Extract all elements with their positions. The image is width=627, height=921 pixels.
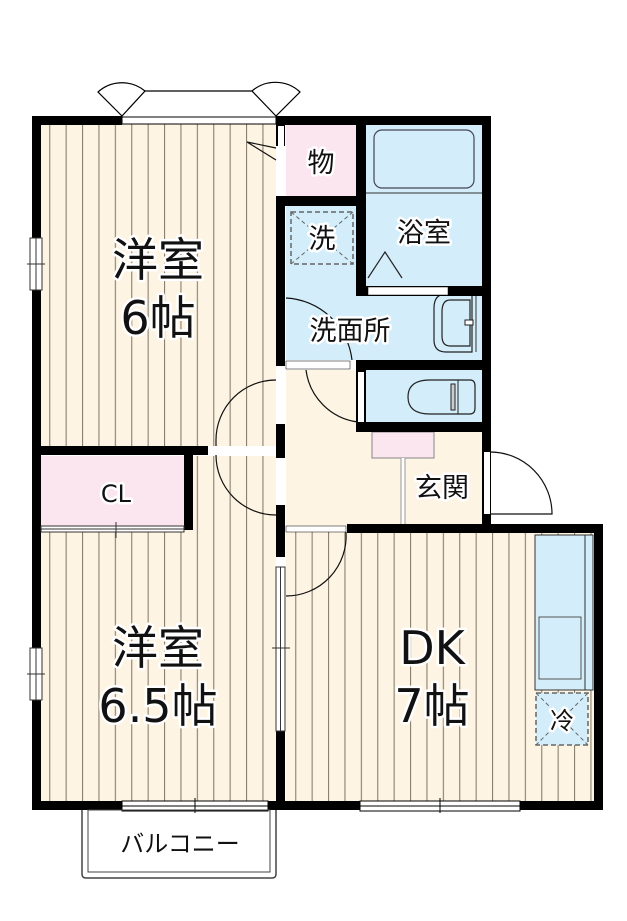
room2-door-swing: [215, 454, 277, 516]
dk-door-swing: [285, 531, 347, 597]
entrance-label: 玄関: [415, 473, 469, 504]
fridge-space-label: 冷: [550, 707, 574, 735]
shoe-cabinet: [371, 431, 435, 459]
bay-window: [97, 81, 301, 117]
washer-space-label: 洗: [309, 224, 336, 255]
western-room-2-size: 6.5帖: [98, 679, 217, 733]
storage-label: 物: [308, 148, 335, 179]
bathtub-icon: [373, 129, 475, 189]
sink-icon: [538, 616, 582, 680]
balcony-label: バルコニー: [120, 830, 240, 858]
room1-door-swing: [215, 379, 277, 446]
dk-name: DK: [399, 621, 466, 675]
bathroom-label: 浴室: [397, 218, 451, 249]
closet-floor: [40, 456, 192, 528]
balcony-outline: [81, 810, 277, 879]
washer-space: [290, 211, 354, 265]
toilet-icon: [407, 379, 476, 415]
bath-door-icon: [367, 250, 403, 279]
closet-label: CL: [101, 480, 132, 508]
entrance-door-swing: [489, 451, 553, 515]
dk-size: 7帖: [394, 679, 469, 733]
walls: [32, 116, 603, 810]
washroom-label: 洗面所: [310, 316, 391, 347]
western-room-1-size: 6帖: [120, 291, 195, 345]
western-room-1-floor: [40, 124, 276, 446]
washroom-door-swing: [285, 297, 353, 361]
storage-floor: [286, 124, 356, 196]
toilet-door-swing: [305, 369, 359, 423]
storage-door-swing: [246, 141, 277, 161]
western-room-2-name: 洋室: [112, 621, 204, 675]
western-room-1-name: 洋室: [112, 233, 204, 287]
